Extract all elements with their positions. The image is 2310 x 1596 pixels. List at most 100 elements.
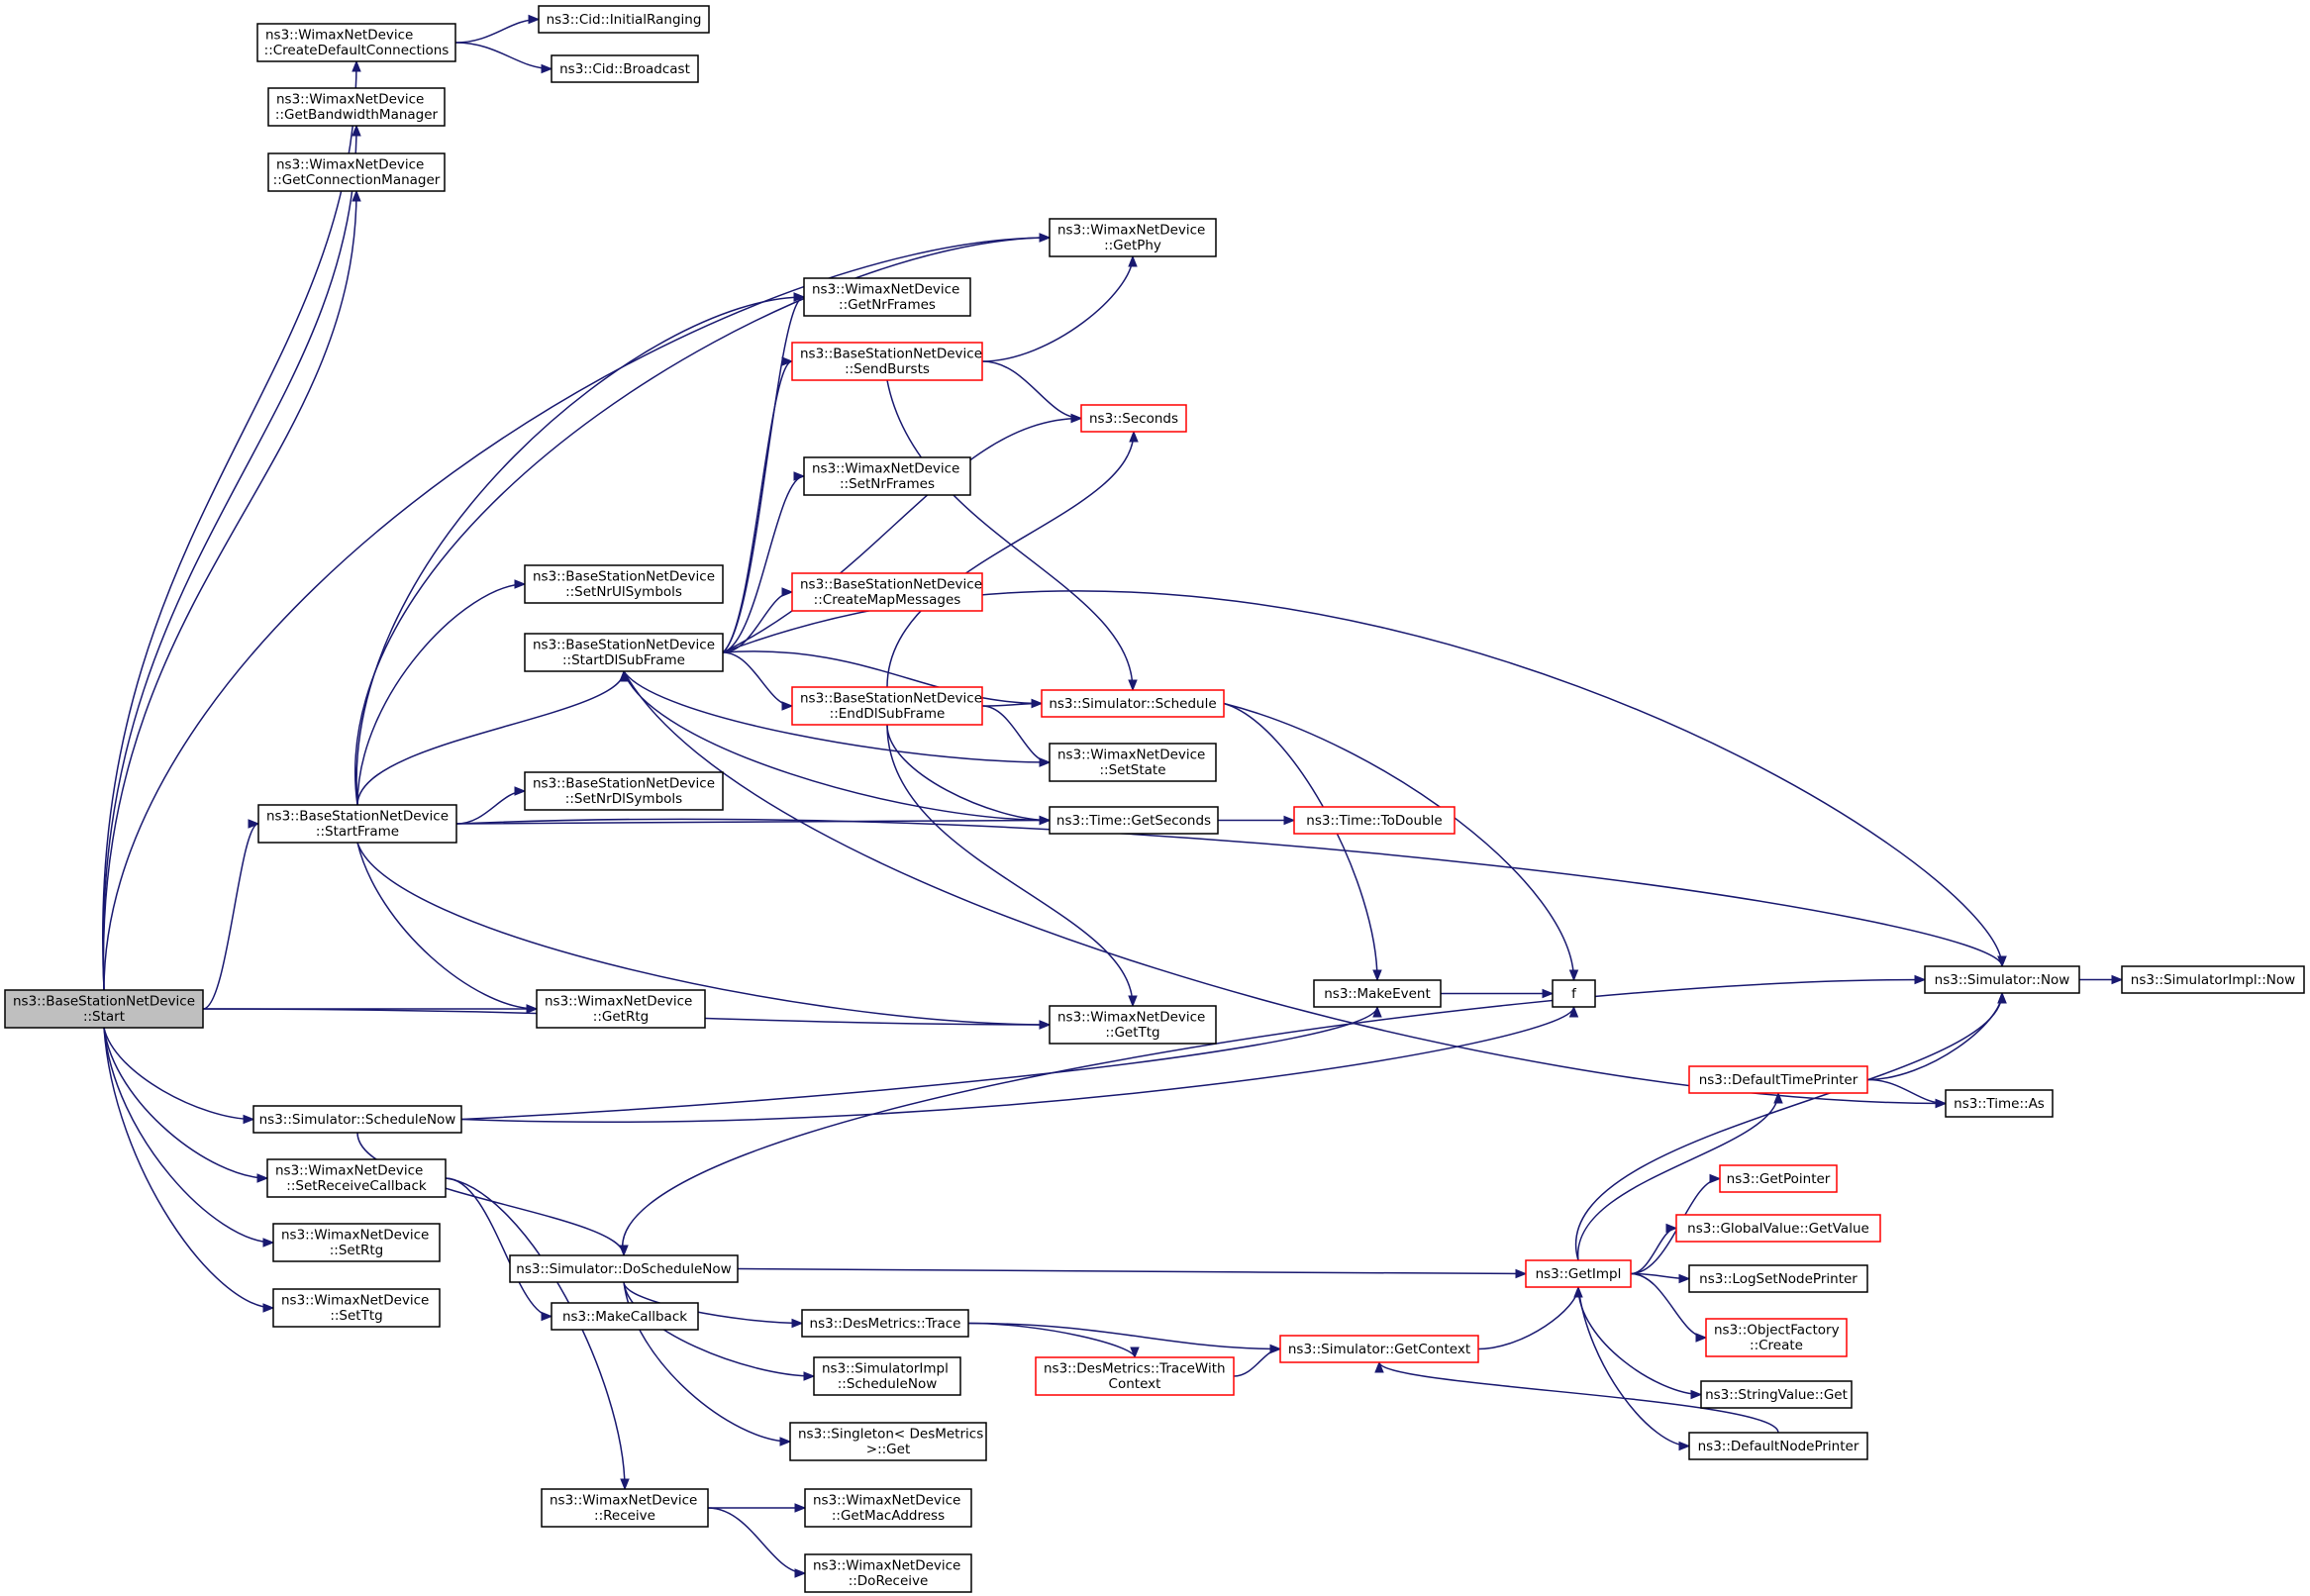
node-box <box>267 152 446 192</box>
arrowhead <box>1372 1005 1382 1018</box>
arrowhead <box>1568 969 1579 982</box>
arrowhead <box>352 59 361 72</box>
node-defaultnodeprinter[interactable]: ns3::DefaultNodePrinter <box>1688 1432 1868 1460</box>
node-label: ns3::GetImpl <box>1536 1266 1622 1282</box>
node-cid_broadcast[interactable]: ns3::Cid::Broadcast <box>551 54 699 83</box>
node-cid_initial[interactable]: ns3::Cid::InitialRanging <box>538 5 710 34</box>
node-createdefault[interactable]: ns3::WimaxNetDevice::CreateDefaultConnec… <box>256 23 456 62</box>
node-implnow[interactable]: ns3::SimulatorImpl::Now <box>2121 965 2305 994</box>
node-setnrdl[interactable]: ns3::BaseStationNetDevice::SetNrDlSymbol… <box>524 771 724 811</box>
node-timeas[interactable]: ns3::Time::As <box>1945 1089 2054 1118</box>
call-edge <box>1441 988 1555 999</box>
node-getttg[interactable]: ns3::WimaxNetDevice::GetTtg <box>1049 1005 1217 1045</box>
node-label: ::CreateDefaultConnections <box>264 43 450 58</box>
edge-line <box>102 60 357 991</box>
node-setstate[interactable]: ns3::WimaxNetDevice::SetState <box>1049 743 1217 782</box>
node-getrtg[interactable]: ns3::WimaxNetDevice::GetRtg <box>536 989 706 1029</box>
node-desmetricstrace[interactable]: ns3::DesMetrics::Trace <box>801 1309 969 1338</box>
edge-line <box>356 842 538 1010</box>
node-label: Context <box>1109 1376 1161 1392</box>
node-label: >::Get <box>866 1442 910 1457</box>
node-label: ns3::WimaxNetDevice <box>813 1558 960 1574</box>
arrowhead <box>1542 988 1555 999</box>
call-edge <box>1574 991 2007 1261</box>
node-label: ns3::MakeEvent <box>1324 986 1431 1002</box>
node-box <box>803 277 971 317</box>
call-edge <box>460 1005 1579 1123</box>
node-label: ns3::BaseStationNetDevice <box>13 994 195 1010</box>
node-doreceive[interactable]: ns3::WimaxNetDevice::DoReceive <box>804 1553 972 1593</box>
call-edge <box>103 1027 275 1247</box>
node-enddl[interactable]: ns3::BaseStationNetDevice::EndDlSubFrame <box>791 686 983 726</box>
node-createmap[interactable]: ns3::BaseStationNetDevice::CreateMapMess… <box>791 572 983 612</box>
node-doschedulenow[interactable]: ns3::Simulator::DoScheduleNow <box>509 1254 739 1283</box>
edge-line <box>886 724 1051 822</box>
call-edge <box>967 1322 1140 1359</box>
node-seconds[interactable]: ns3::Seconds <box>1080 404 1187 433</box>
arrowhead <box>1935 1098 1948 1109</box>
node-label: ::EndDlSubFrame <box>830 706 946 722</box>
node-box <box>266 1158 447 1198</box>
node-f[interactable]: f <box>1552 979 1596 1008</box>
node-defaulttimeprinter[interactable]: ns3::DefaultTimePrinter <box>1688 1065 1868 1094</box>
edge-line <box>103 1027 254 1121</box>
node-schedule[interactable]: ns3::Simulator::Schedule <box>1041 689 1225 718</box>
node-schedulenow[interactable]: ns3::Simulator::ScheduleNow <box>252 1105 462 1134</box>
node-setttg[interactable]: ns3::WimaxNetDevice::SetTtg <box>272 1288 441 1328</box>
node-getbw[interactable]: ns3::WimaxNetDevice::GetBandwidthManager <box>267 87 446 127</box>
node-getimpl[interactable]: ns3::GetImpl <box>1525 1259 1632 1288</box>
node-box <box>1313 979 1442 1008</box>
arrowhead <box>528 14 541 25</box>
node-setnrframes[interactable]: ns3::WimaxNetDevice::SetNrFrames <box>803 456 971 496</box>
node-implschedulenow[interactable]: ns3::SimulatorImpl::ScheduleNow <box>813 1356 961 1396</box>
edge-line <box>102 125 357 991</box>
node-label: ::CreateMapMessages <box>814 592 961 608</box>
node-makeevent[interactable]: ns3::MakeEvent <box>1313 979 1442 1008</box>
node-sendbursts[interactable]: ns3::BaseStationNetDevice::SendBursts <box>791 342 983 381</box>
node-makecallback[interactable]: ns3::MakeCallback <box>551 1302 699 1331</box>
node-startframe[interactable]: ns3::BaseStationNetDevice::StartFrame <box>257 804 457 844</box>
node-box <box>1700 1380 1853 1409</box>
node-box <box>791 572 983 612</box>
node-objfactory[interactable]: ns3::ObjectFactory::Create <box>1705 1318 1848 1357</box>
node-getphy[interactable]: ns3::WimaxNetDevice::GetPhy <box>1049 218 1217 257</box>
node-globalvalue[interactable]: ns3::GlobalValue::GetValue <box>1675 1214 1881 1243</box>
node-setrtg[interactable]: ns3::WimaxNetDevice::SetRtg <box>272 1223 441 1262</box>
node-start[interactable]: ns3::BaseStationNetDevice::Start <box>4 989 204 1029</box>
node-getmac[interactable]: ns3::WimaxNetDevice::GetMacAddress <box>804 1488 972 1528</box>
node-label: ns3::Singleton< DesMetrics <box>798 1427 983 1443</box>
node-box <box>257 804 457 844</box>
node-label: ns3::Time::ToDouble <box>1306 813 1442 829</box>
node-label: ns3::Cid::InitialRanging <box>547 12 702 28</box>
node-todouble[interactable]: ns3::Time::ToDouble <box>1293 806 1456 835</box>
call-edge <box>455 786 527 825</box>
node-getpointer[interactable]: ns3::GetPointer <box>1719 1164 1838 1193</box>
edge-line <box>981 705 1051 763</box>
node-box <box>804 1553 972 1593</box>
node-startdl[interactable]: ns3::BaseStationNetDevice::StartDlSubFra… <box>524 633 724 672</box>
node-box <box>272 1288 441 1328</box>
node-getnrframes[interactable]: ns3::WimaxNetDevice::GetNrFrames <box>803 277 971 317</box>
node-setnrul[interactable]: ns3::BaseStationNetDevice::SetNrUlSymbol… <box>524 564 724 604</box>
edge-line <box>1223 702 1575 981</box>
node-setrecv[interactable]: ns3::WimaxNetDevice::SetReceiveCallback <box>266 1158 447 1198</box>
node-simnow[interactable]: ns3::Simulator::Now <box>1924 965 2080 994</box>
node-logsetnode[interactable]: ns3::LogSetNodePrinter <box>1688 1264 1868 1293</box>
call-edge <box>1866 1078 1948 1109</box>
call-edge <box>886 379 1138 692</box>
node-box <box>541 1488 709 1528</box>
node-receive[interactable]: ns3::WimaxNetDevice::Receive <box>541 1488 709 1528</box>
node-label: ::DoReceive <box>849 1573 929 1589</box>
node-stringvalue[interactable]: ns3::StringValue::Get <box>1700 1380 1853 1409</box>
edge-line <box>707 1507 806 1574</box>
node-getseconds[interactable]: ns3::Time::GetSeconds <box>1049 806 1219 835</box>
node-getcontext[interactable]: ns3::Simulator::GetContext <box>1279 1335 1479 1363</box>
node-getconn[interactable]: ns3::WimaxNetDevice::GetConnectionManage… <box>267 152 446 192</box>
edge-line <box>722 651 793 707</box>
arrowhead <box>1039 757 1052 767</box>
call-edge <box>1866 991 2007 1081</box>
call-edge <box>445 1177 553 1322</box>
node-singleton[interactable]: ns3::Singleton< DesMetrics>::Get <box>789 1422 987 1461</box>
node-label: ns3::BaseStationNetDevice <box>800 347 982 362</box>
